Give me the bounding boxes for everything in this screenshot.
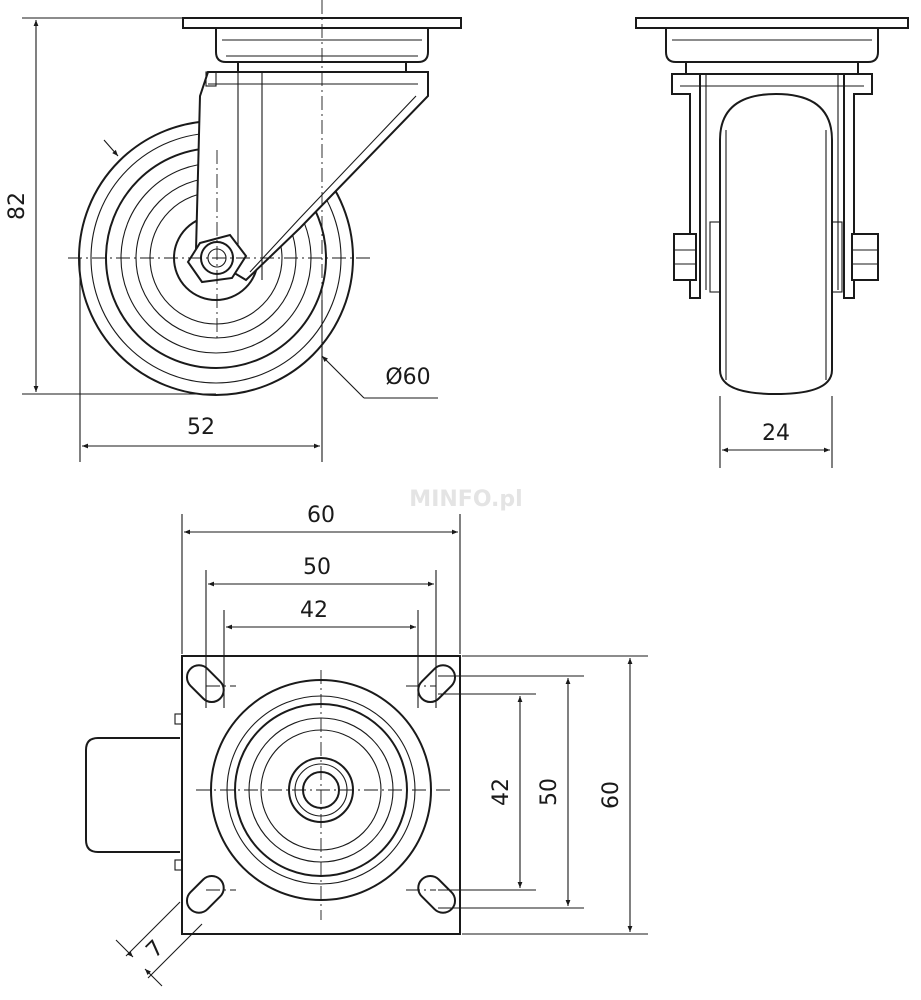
dim-offset: 52 <box>187 415 215 440</box>
dim-height: 82 <box>5 192 30 220</box>
side-fork <box>194 71 429 282</box>
watermark: MINFO.pl <box>409 487 522 512</box>
slot-bottom-right <box>417 874 457 914</box>
dim-hole-spacing-inner: 42 <box>300 598 328 623</box>
slot-top-left <box>185 664 225 704</box>
dim-diameter: Ø60 <box>385 365 430 390</box>
side-view: 82 52 Ø60 <box>5 0 462 462</box>
dim-hole-vertical-outer: 50 <box>537 778 562 806</box>
dim-slot-width: 7 <box>142 936 170 964</box>
slot-bottom-left <box>185 874 225 914</box>
dim-hole-spacing-outer: 50 <box>303 555 331 580</box>
slot-top-right <box>417 664 457 704</box>
top-plate <box>181 655 461 935</box>
dim-hole-vertical-inner: 42 <box>489 778 514 806</box>
top-view: 60 50 42 60 50 42 7 <box>85 503 648 987</box>
dim-plate-height: 60 <box>599 781 624 809</box>
dim-wheel-width: 24 <box>762 421 790 446</box>
dim-plate-width: 60 <box>307 503 335 528</box>
front-wheel <box>719 92 833 396</box>
front-view: 24 <box>635 17 909 468</box>
